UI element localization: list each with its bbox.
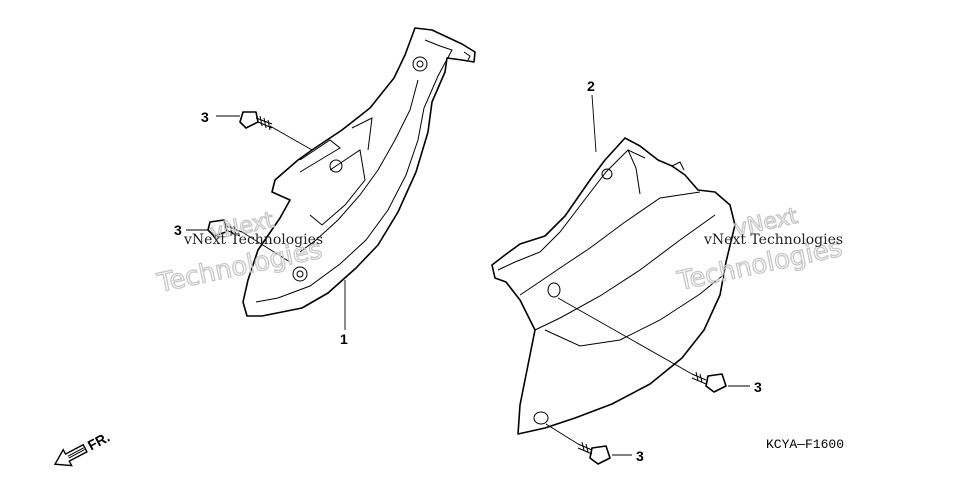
callout-3-mid-left: 3 [174, 222, 182, 238]
bolt-right-upper [691, 371, 727, 393]
callout-1: 1 [340, 331, 348, 347]
leader-lines [186, 94, 750, 456]
watermark-full-left: vNext Technologies [183, 232, 323, 248]
front-direction-arrow: FR. [53, 429, 112, 467]
arrow-left-icon [53, 443, 88, 467]
callout-3-right-lower: 3 [636, 448, 644, 464]
direction-label: FR. [85, 429, 112, 454]
callout-2: 2 [587, 78, 595, 94]
bolt-mid-left [207, 219, 243, 237]
left-side-cover [242, 27, 476, 317]
right-side-cover [491, 137, 736, 435]
callout-3-top-left: 3 [201, 109, 209, 125]
bolt-right-lower [577, 441, 611, 465]
drawing-code: KCYA—F1600 [766, 437, 844, 452]
watermark-full-right: vNext Technologies [703, 232, 843, 248]
callout-3-right-upper: 3 [754, 379, 762, 395]
bolt-top-left [239, 111, 273, 131]
